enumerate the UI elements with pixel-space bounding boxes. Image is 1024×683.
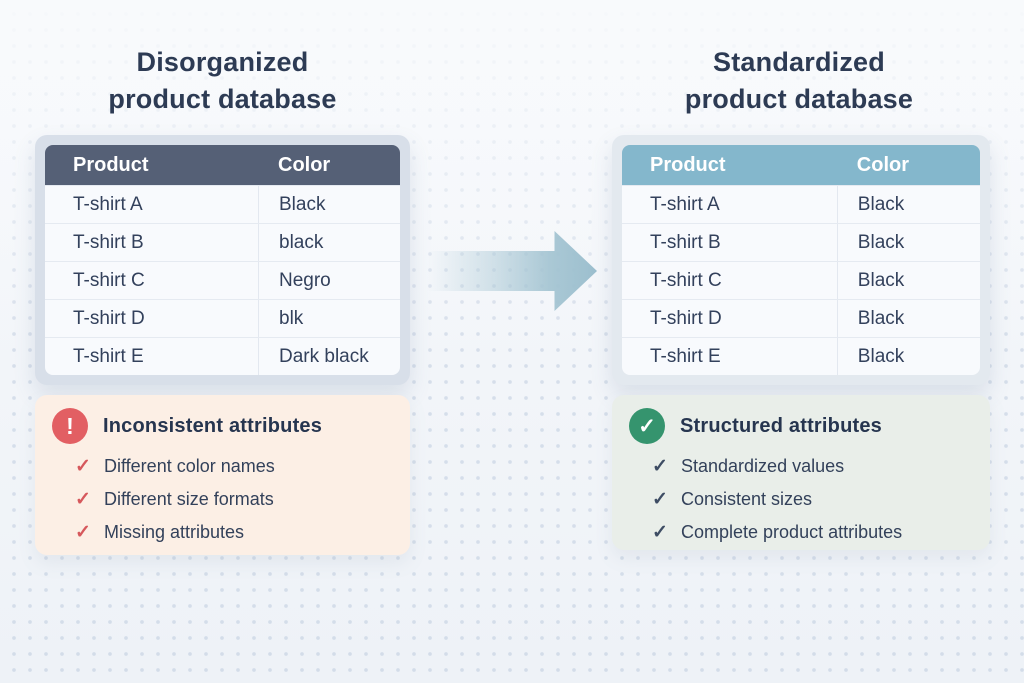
product-cell: T-shirt B: [650, 231, 721, 253]
note-heading-row: ! Inconsistent attributes: [52, 408, 392, 444]
note-heading: Inconsistent attributes: [103, 414, 323, 437]
list-item-label: Complete product attributes: [681, 522, 903, 542]
product-cell: T-shirt A: [73, 193, 143, 215]
red-check-icon: ✓: [75, 489, 91, 510]
color-column-header: Color: [278, 153, 331, 176]
table-row: T-shirt B black: [45, 223, 400, 261]
list-item: ✓ Different color names: [52, 450, 392, 483]
table-row: T-shirt D blk: [45, 299, 400, 337]
table-row: T-shirt C Black: [622, 261, 980, 299]
color-cell: black: [258, 224, 400, 261]
product-cell: T-shirt B: [73, 231, 144, 253]
product-cell: T-shirt C: [650, 269, 722, 291]
table-row: T-shirt C Negro: [45, 261, 400, 299]
product-cell: T-shirt A: [650, 193, 720, 215]
color-cell: Negro: [258, 262, 400, 299]
right-title-line1: Standardized: [713, 47, 885, 77]
color-cell: Black: [836, 300, 980, 337]
alert-exclamation-icon: !: [52, 408, 88, 444]
check-circle-icon: ✓: [629, 408, 665, 444]
note-item-list: ✓ Different color names ✓ Different size…: [52, 450, 392, 549]
list-item-label: Standardized values: [681, 456, 845, 476]
inconsistent-attributes-note: ! Inconsistent attributes ✓ Different co…: [35, 395, 410, 555]
note-heading: Structured attributes: [680, 414, 883, 437]
list-item: ✓ Different size formats: [52, 483, 392, 516]
right-column-title: Standardized product database: [608, 44, 990, 118]
note-heading-row: ✓ Structured attributes: [629, 408, 972, 444]
table-row: T-shirt A Black: [45, 185, 400, 223]
color-column-header: Color: [856, 153, 910, 176]
structured-attributes-note: ✓ Structured attributes ✓ Standardized v…: [612, 395, 990, 550]
list-item: ✓ Standardized values: [629, 450, 972, 483]
dark-check-icon: ✓: [652, 456, 668, 477]
note-item-list: ✓ Standardized values ✓ Consistent sizes…: [629, 450, 972, 549]
table-row: T-shirt E Dark black: [45, 337, 400, 375]
standardized-table-card: Product Color T-shirt A Black T-shirt B …: [612, 135, 990, 385]
right-title-line2: product database: [684, 84, 914, 114]
product-cell: T-shirt E: [73, 345, 144, 367]
product-cell: T-shirt C: [73, 269, 145, 291]
product-cell: T-shirt D: [73, 307, 145, 329]
color-cell: Black: [836, 338, 980, 375]
list-item: ✓ Consistent sizes: [629, 483, 972, 516]
product-column-header: Product: [650, 153, 726, 176]
color-cell: Dark black: [258, 338, 400, 375]
list-item: ✓ Missing attributes: [52, 516, 392, 549]
product-column-header: Product: [73, 153, 149, 176]
product-cell: T-shirt E: [650, 345, 721, 367]
list-item: ✓ Complete product attributes: [629, 516, 972, 549]
table-header-row: Product Color: [45, 145, 400, 185]
table-row: T-shirt B Black: [622, 223, 980, 261]
list-item-label: Missing attributes: [104, 522, 245, 542]
product-cell: T-shirt D: [650, 307, 722, 329]
color-cell: blk: [258, 300, 400, 337]
color-cell: Black: [836, 224, 980, 261]
color-cell: Black: [258, 186, 400, 223]
list-item-label: Different size formats: [104, 489, 274, 509]
left-column-title: Disorganized product database: [35, 44, 410, 118]
dark-check-icon: ✓: [652, 489, 668, 510]
list-item-label: Consistent sizes: [681, 489, 813, 509]
red-check-icon: ✓: [75, 456, 91, 477]
standardized-table: Product Color T-shirt A Black T-shirt B …: [622, 145, 980, 375]
table-row: T-shirt D Black: [622, 299, 980, 337]
disorganized-table-card: Product Color T-shirt A Black T-shirt B …: [35, 135, 410, 385]
color-cell: Black: [836, 186, 980, 223]
dark-check-icon: ✓: [652, 522, 668, 543]
left-title-line2: product database: [108, 84, 337, 114]
table-row: T-shirt A Black: [622, 185, 980, 223]
red-check-icon: ✓: [75, 522, 91, 543]
table-row: T-shirt E Black: [622, 337, 980, 375]
table-header-row: Product Color: [622, 145, 980, 185]
list-item-label: Different color names: [104, 456, 275, 476]
disorganized-table: Product Color T-shirt A Black T-shirt B …: [45, 145, 400, 375]
left-title-line1: Disorganized: [136, 47, 309, 77]
color-cell: Black: [836, 262, 980, 299]
